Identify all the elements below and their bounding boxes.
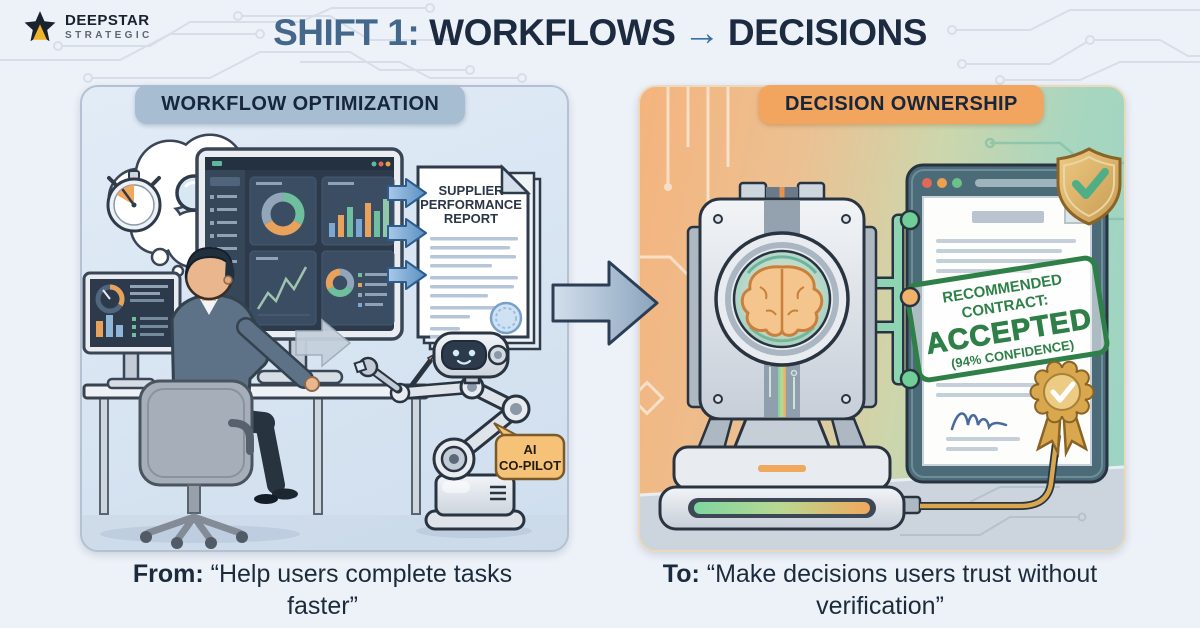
- pie-legend-tile: [321, 250, 395, 326]
- ai-copilot-tag: AI CO-PILOT: [493, 422, 566, 481]
- report-title-line3: REPORT: [444, 211, 498, 226]
- line-chart-tile: [249, 250, 317, 326]
- award-ribbon-icon: [1029, 360, 1095, 458]
- report-title-line2: PERFORMANCE: [420, 197, 522, 212]
- ai-tag-line1: AI: [524, 442, 537, 457]
- brand-logo: DEEPSTAR STRATEGIC: [22, 10, 153, 44]
- decision-scene: RECOMMENDED CONTRACT: ACCEPTED (94% CONF…: [640, 87, 1124, 550]
- bar-chart-tile: [321, 176, 395, 246]
- shield-check-icon: [1056, 147, 1122, 226]
- ai-tag-line2: CO-PILOT: [499, 458, 561, 473]
- report-seal: [489, 301, 523, 335]
- flow-arrows: [387, 178, 427, 290]
- brand-tagline: STRATEGIC: [65, 29, 153, 41]
- dashboard-monitor: [195, 147, 404, 385]
- report-title-line1: SUPPLIER: [438, 183, 504, 198]
- caption-to: To: “Make decisions users trust without …: [638, 558, 1122, 622]
- decision-panel-header: DECISION OWNERSHIP: [758, 85, 1044, 124]
- pen-icon: [409, 353, 436, 388]
- caption-from: From: “Help users complete tasks faster”: [80, 558, 565, 622]
- caption-to-text: “Make decisions users trust without veri…: [706, 560, 1098, 620]
- brain-icon: [740, 265, 824, 337]
- caption-from-label: From:: [132, 560, 204, 588]
- decision-panel: DECISION OWNERSHIP: [638, 85, 1126, 552]
- title-shift-label: SHIFT 1:: [273, 12, 420, 53]
- donut-chart-tile: [249, 176, 317, 246]
- approval-stamp: RECOMMENDED CONTRACT: ACCEPTED (94% CONF…: [904, 255, 1110, 383]
- window-dots: [922, 178, 962, 188]
- workflow-panel-header: WORKFLOW OPTIMIZATION: [135, 85, 466, 124]
- wrench-icon: [353, 356, 403, 394]
- report-document: SUPPLIER PERFORMANCE REPORT: [416, 163, 542, 351]
- stopwatch-icon: [106, 170, 162, 233]
- caption-to-label: To:: [662, 560, 700, 588]
- caption-from-text: “Help users complete tasks faster”: [210, 560, 513, 620]
- transfer-arrow: [295, 318, 352, 368]
- shift-arrow: [551, 260, 659, 346]
- ai-decision-machine: [658, 181, 922, 531]
- title-arrow-icon: →: [683, 12, 720, 53]
- workflow-panel: WORKFLOW OPTIMIZATION: [80, 85, 569, 552]
- secondary-monitor: [82, 271, 182, 390]
- star-icon: [24, 11, 56, 42]
- signature: [950, 412, 1008, 431]
- office-chair: [138, 379, 254, 549]
- pipe-nodes: [899, 209, 921, 390]
- workflow-scene: SUPPLIER PERFORMANCE REPORT: [82, 133, 567, 550]
- brand-name: DEEPSTAR: [65, 11, 150, 29]
- page-title: SHIFT 1:WORKFLOWS→DECISIONS: [0, 12, 1200, 54]
- title-from-word: WORKFLOWS: [429, 12, 676, 53]
- robot-copilot: [353, 331, 531, 531]
- title-to-word: DECISIONS: [727, 12, 928, 53]
- gold-wire: [920, 434, 1061, 510]
- status-light-bar: [688, 498, 876, 518]
- desk: [82, 383, 430, 515]
